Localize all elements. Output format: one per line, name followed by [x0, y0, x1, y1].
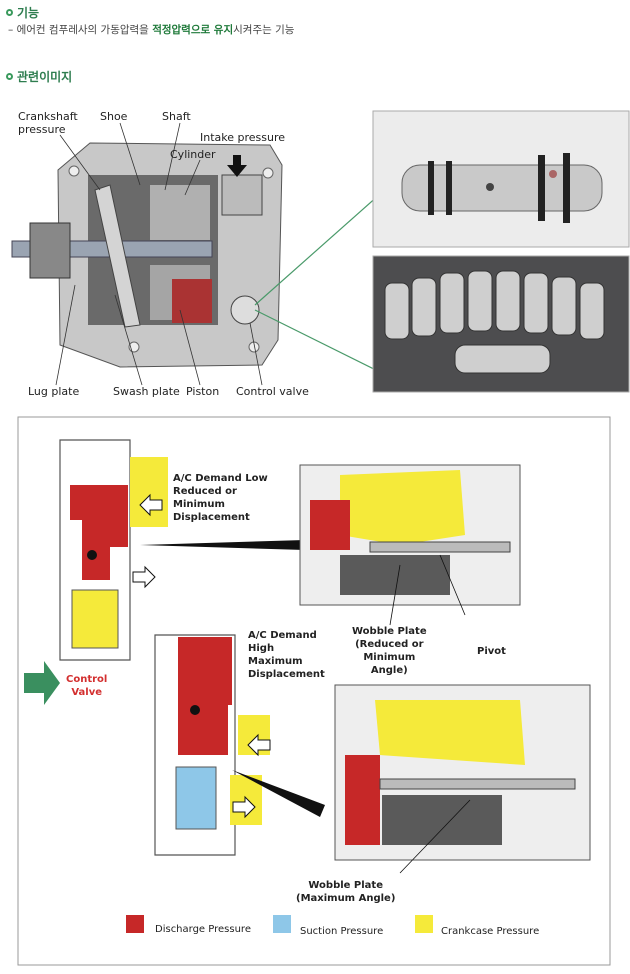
upper-valve-outline [59, 439, 131, 661]
section-function-title-text: 기능 [17, 6, 40, 20]
upper-cylinder [150, 185, 210, 240]
piston [172, 279, 212, 323]
upper-compressor-shaft [369, 541, 511, 553]
control-valve-arrow-icon [24, 661, 60, 705]
upper-compressor-discharge [310, 500, 350, 550]
legend-label-suction: Suction Pressure [300, 926, 384, 937]
upper-compressor-piston [340, 555, 450, 595]
label-ac-demand-high: A/C Demand High Maximum Displacement [248, 630, 325, 680]
desc-highlight: 적정압력으로 유지 [152, 24, 234, 36]
section-images-title-text: 관련이미지 [17, 70, 73, 84]
control-valve-diagram [17, 416, 611, 966]
legend-swatch-crankcase [415, 915, 433, 933]
lug-plate [29, 222, 71, 279]
pointer-wedge-lower [232, 770, 325, 817]
label-cylinder: Cylinder [170, 148, 216, 161]
lower-valve-suction-zone [175, 766, 217, 830]
arrow-right-icon [132, 565, 156, 589]
label-piston: Piston [186, 385, 220, 398]
intake-port [221, 174, 263, 216]
connector-line-bottom [254, 309, 389, 377]
lower-discharge-zone [178, 637, 232, 755]
desc-prefix: – 에어컨 컴푸레사의 가동압력을 [8, 24, 153, 36]
compressor-cutaway-figure [11, 110, 630, 393]
legend-label-crankcase: Crankcase Pressure [441, 926, 540, 937]
legend-swatch-discharge [126, 915, 144, 933]
label-ac-demand-low: A/C Demand Low Reduced or Minimum Displa… [173, 473, 268, 523]
connector-line-top [254, 186, 389, 306]
circle-bullet-icon [6, 73, 13, 80]
label-intake-pressure: Intake pressure [200, 131, 286, 144]
legend-swatch-suction [273, 915, 291, 933]
label-crankshaft-pressure: Crankshaft pressure [18, 110, 78, 136]
label-control-valve-red: Control Valve [66, 674, 108, 698]
label-swash-plate: Swash plate [113, 385, 180, 398]
label-wobble-plate-reduced: Wobble Plate (Reduced or Minimum Angle) [352, 626, 427, 676]
label-lug-plate: Lug plate [28, 385, 80, 398]
intake-arrow-icon [227, 155, 247, 177]
arrow-left-icon [139, 493, 163, 517]
upper-valve-bellows-zone [71, 589, 119, 649]
upper-crankcase-zone [130, 457, 168, 527]
upper-discharge-zone [70, 485, 128, 580]
arrow-right-icon-lower [232, 795, 256, 819]
function-description: – 에어컨 컴푸레사의 가동압력을 적정압력으로 유지시켜주는 기능 [8, 22, 294, 37]
section-images-title: 관련이미지 [6, 68, 72, 85]
lower-compressor-shaft [379, 778, 576, 790]
desc-suffix: 시켜주는 기능 [233, 24, 295, 36]
leader-lines [55, 122, 263, 386]
lower-valve-outline [154, 634, 236, 856]
upper-compressor-crankcase [340, 470, 465, 545]
legend-label-discharge: Discharge Pressure [155, 924, 251, 935]
label-pivot: Pivot [477, 646, 506, 657]
lower-compressor-piston [382, 795, 502, 845]
label-shaft: Shaft [162, 110, 191, 123]
pointer-wedge-upper [140, 540, 305, 550]
circle-bullet-icon [6, 9, 13, 16]
control-valve-part [230, 295, 260, 325]
arrow-left-icon-lower [247, 733, 271, 757]
label-shoe: Shoe [100, 110, 128, 123]
lower-compressor-crankcase [375, 700, 525, 765]
label-control-valve: Control valve [236, 385, 309, 398]
lower-compressor-discharge [345, 755, 380, 845]
label-wobble-plate-max: Wobble Plate (Maximum Angle) [296, 880, 396, 904]
section-function-title: 기능 [6, 4, 39, 21]
